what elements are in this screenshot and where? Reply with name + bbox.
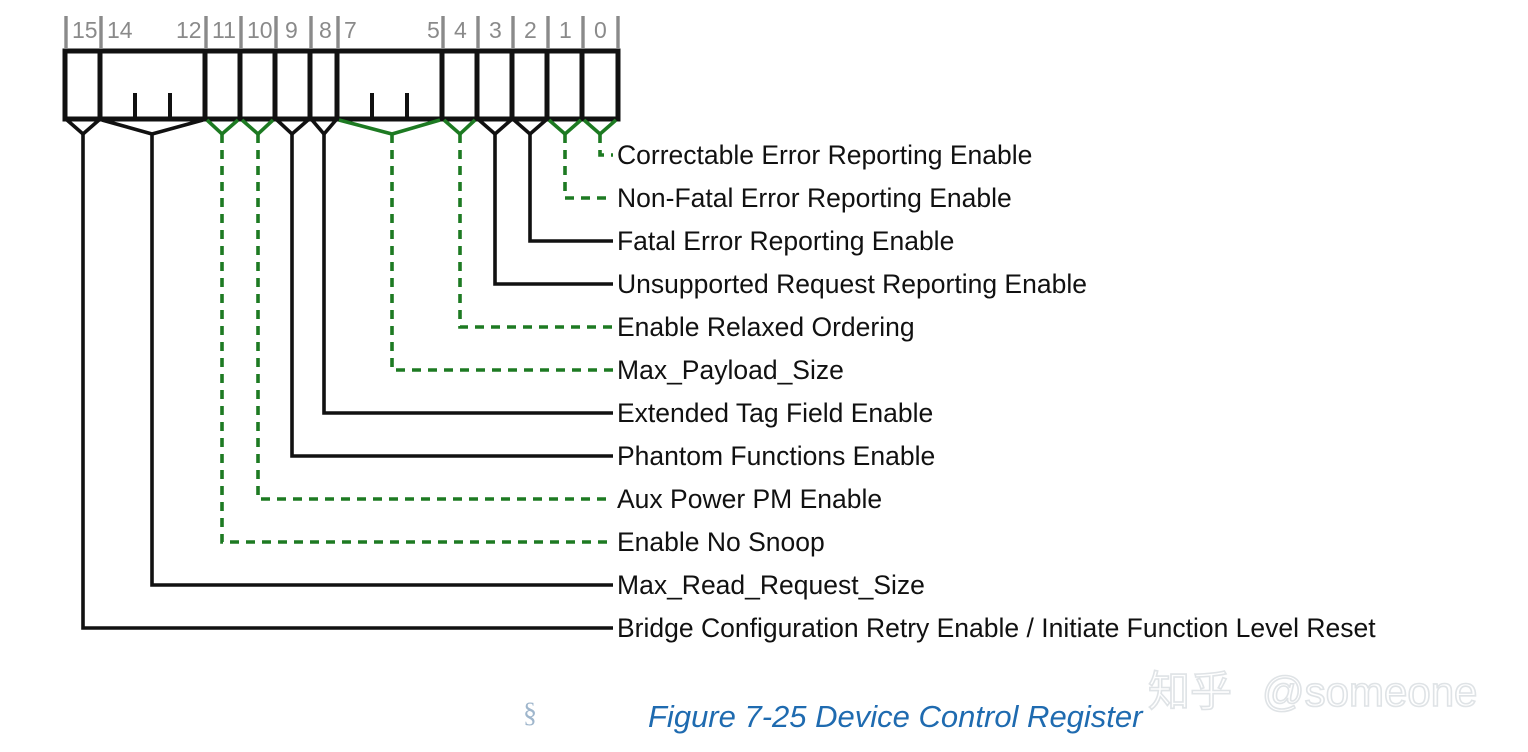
field-label-aux-power-pm-enable: Aux Power PM Enable	[617, 484, 882, 514]
section-mark-glyph: §	[523, 698, 537, 729]
bit-number-3: 3	[489, 17, 502, 43]
field-label-max-read-request-size: Max_Read_Request_Size	[617, 570, 925, 600]
watermark: 知乎 @someone	[1147, 666, 1478, 717]
cell-connectors-green	[205, 118, 618, 137]
bit-number-15: 15	[72, 17, 98, 43]
field-label-enable-no-snoop: Enable No Snoop	[617, 527, 825, 557]
connector-bit-10	[240, 118, 275, 137]
register-box	[62, 48, 621, 122]
connector-bit-4	[442, 118, 477, 137]
field-labels: Correctable Error Reporting Enable Non-F…	[617, 140, 1376, 643]
connector-bit-15	[65, 118, 101, 137]
bit-number-14: 14	[107, 17, 133, 43]
bit-number-2: 2	[524, 17, 537, 43]
bit-number-4: 4	[454, 17, 467, 43]
bit-number-7: 7	[344, 17, 357, 43]
connector-bit-0	[582, 118, 618, 137]
bit-number-1: 1	[559, 17, 572, 43]
field-label-correctable-error-reporting-enable: Correctable Error Reporting Enable	[617, 140, 1032, 170]
leader-line-max-payload-size	[390, 134, 613, 372]
bit-number-0: 0	[594, 17, 607, 43]
field-label-phantom-functions-enable: Phantom Functions Enable	[617, 441, 935, 471]
leader-line-extended-tag-field-enable	[322, 134, 613, 415]
watermark-cjk-logo: 知乎	[1148, 667, 1232, 716]
leader-line-correctable-error-reporting-enable	[598, 134, 613, 157]
leader-line-bridge-configuration-retry-enable	[81, 134, 613, 630]
field-label-unsupported-request-reporting-enable: Unsupported Request Reporting Enable	[617, 269, 1087, 299]
connector-bit-11	[205, 118, 240, 137]
leader-line-non-fatal-error-reporting-enable	[563, 134, 613, 200]
register-cell-dividers	[97, 51, 585, 119]
connector-bit-14-12	[101, 118, 204, 136]
field-label-enable-relaxed-ordering: Enable Relaxed Ordering	[617, 312, 915, 342]
field-label-non-fatal-error-reporting-enable: Non-Fatal Error Reporting Enable	[617, 183, 1012, 213]
connector-bit-1	[547, 118, 583, 137]
bit-ruler-ticks	[64, 16, 620, 48]
field-label-max-payload-size: Max_Payload_Size	[617, 355, 844, 385]
connector-bit-9	[275, 118, 310, 137]
leader-line-enable-no-snoop	[220, 134, 613, 544]
leader-line-enable-relaxed-ordering	[458, 134, 613, 329]
leader-line-fatal-error-reporting-enable	[528, 134, 613, 243]
bit-number-12: 12	[176, 17, 202, 43]
leader-line-max-read-request-size	[150, 134, 613, 587]
bit-number-9: 9	[285, 17, 298, 43]
bit-number-11: 11	[212, 17, 236, 43]
bit-number-8: 8	[319, 17, 332, 43]
field-label-fatal-error-reporting-enable: Fatal Error Reporting Enable	[617, 226, 954, 256]
field-label-extended-tag-field-enable: Extended Tag Field Enable	[617, 398, 933, 428]
register-subbit-ticks	[133, 93, 409, 119]
figure-caption: Figure 7-25 Device Control Register	[648, 699, 1144, 734]
watermark-handle: @someone	[1262, 668, 1477, 715]
connector-bit-3	[477, 118, 513, 137]
connector-bit-8	[310, 118, 338, 137]
leader-line-unsupported-request-reporting-enable	[493, 134, 613, 286]
connector-bit-2	[512, 118, 548, 137]
bit-number-labels: 15 14 12 11 10 9 8 7 5 4 3 2 1 0	[72, 17, 607, 43]
leader-line-phantom-functions-enable	[290, 134, 613, 458]
connector-bit-7-5	[338, 118, 441, 136]
field-label-bridge-configuration-retry-enable: Bridge Configuration Retry Enable / Init…	[617, 613, 1376, 643]
bit-number-5: 5	[427, 17, 440, 43]
leader-line-aux-power-pm-enable	[256, 134, 613, 501]
bit-number-10: 10	[247, 17, 273, 43]
